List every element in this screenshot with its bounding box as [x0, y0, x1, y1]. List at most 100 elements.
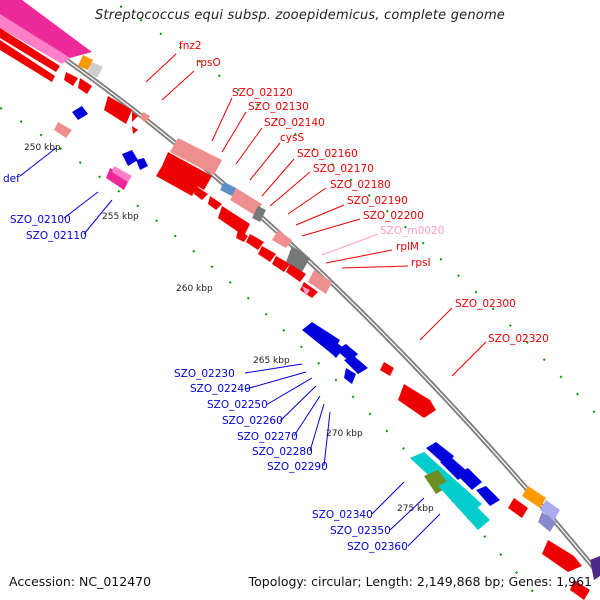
gene-red-4	[570, 580, 590, 600]
gene-szo-02320	[398, 384, 436, 418]
gene-szo-02190	[246, 234, 264, 250]
gene-label-szo-02280[interactable]: SZO_02280	[252, 446, 313, 458]
gene-szo-02200	[258, 246, 276, 262]
gene-label-szo-02320[interactable]: SZO_02320	[488, 333, 549, 345]
leader-line	[325, 249, 393, 264]
leader-line	[161, 70, 195, 101]
gene-blue-cluster-3	[476, 486, 500, 506]
leader-line	[211, 97, 233, 142]
gene-red-arrow5	[236, 230, 248, 242]
gene-label-szo-02340[interactable]: SZO_02340	[312, 509, 373, 521]
gene-orange	[78, 55, 93, 70]
gene-label-rpsI[interactable]: rpsI	[411, 257, 431, 269]
gene-def-pink	[54, 122, 72, 138]
gene-label-szo-02350[interactable]: SZO_02350	[330, 525, 391, 537]
accession-text: Accession: NC_012470	[9, 574, 152, 589]
gene-label-cysS[interactable]: cysS	[280, 132, 304, 144]
gene-label-szo-02360[interactable]: SZO_02360	[347, 541, 408, 553]
leader-line	[265, 377, 313, 406]
gene-label-szo-02140[interactable]: SZO_02140	[264, 117, 325, 129]
tick-ring-outer	[108, 0, 600, 420]
tick-label: 255 kbp	[102, 212, 139, 222]
gene-szo-02200b	[272, 256, 290, 272]
gene-pink-band	[0, 14, 70, 64]
leader-line	[293, 395, 321, 437]
gene-red-arrow3	[194, 186, 208, 200]
gene-label-szo-02200[interactable]: SZO_02200	[363, 210, 424, 222]
gene-label-szo-02270[interactable]: SZO_02270	[237, 431, 298, 443]
gene-szo-02140	[156, 166, 198, 196]
leader-line	[245, 371, 307, 390]
gene-szo-02240	[322, 338, 344, 358]
gene-blue-cluster-2	[456, 468, 482, 490]
leader-line	[341, 265, 409, 269]
tick-ring-inner	[0, 106, 541, 600]
gene-label-szo-02230[interactable]: SZO_02230	[174, 368, 235, 380]
gene-label-szo-02250[interactable]: SZO_02250	[207, 399, 268, 411]
gene-label-szo-02130[interactable]: SZO_02130	[248, 101, 309, 113]
gene-label-szo-02290[interactable]: SZO_02290	[267, 461, 328, 473]
reverse-labels	[19, 147, 441, 547]
gene-magenta-band	[0, 0, 92, 58]
gene-label-szo-02260[interactable]: SZO_02260	[222, 415, 283, 427]
genome-backbone	[0, 12, 600, 577]
leader-line	[244, 363, 303, 374]
gene-purple-edge	[590, 556, 600, 580]
gene-label-szo-m0020[interactable]: SZO_m0020	[380, 225, 444, 237]
leader-line	[309, 403, 325, 452]
tick-labels: 250 kbp 255 kbp 260 kbp 265 kbp 270 kbp …	[24, 143, 434, 514]
gene-cysS	[220, 182, 236, 196]
leader-line	[279, 385, 317, 422]
gene-fnz2	[104, 96, 132, 124]
gene-label-rpsO[interactable]: rpsO	[196, 57, 221, 69]
tick-label: 260 kbp	[176, 284, 213, 294]
gene-label-szo-02170[interactable]: SZO_02170	[313, 163, 374, 175]
gene-label-szo-02100[interactable]: SZO_02100	[10, 214, 71, 226]
gene-label-szo-02240[interactable]: SZO_02240	[190, 383, 251, 395]
leader-line	[235, 127, 263, 165]
gene-szo-02130	[162, 152, 212, 190]
gene-szo-02100-blue	[122, 150, 138, 166]
gene-label-szo-02160[interactable]: SZO_02160	[297, 148, 358, 160]
tick-label: 270 kbp	[326, 429, 363, 439]
leader-line	[321, 233, 379, 256]
gene-red-3	[542, 540, 582, 572]
gene-szo-02170	[218, 206, 250, 236]
gene-fnz2-tip	[132, 112, 138, 122]
gene-red-2	[508, 498, 528, 518]
leader-line	[295, 204, 345, 226]
gene-label-fnz2[interactable]: fnz2	[179, 40, 202, 52]
tick-label: 250 kbp	[24, 143, 61, 153]
tick-label: 275 kbp	[397, 504, 434, 514]
forward-labels	[145, 53, 487, 377]
leader-line	[371, 481, 405, 515]
gene-rpsO	[140, 112, 150, 122]
gene-label-szo-02120[interactable]: SZO_02120	[232, 87, 293, 99]
gene-grey-3	[538, 512, 556, 532]
gene-szo-02180	[272, 230, 292, 248]
forward-label-texts: fnz2 rpsO SZO_02120 SZO_02130 SZO_02140 …	[179, 40, 549, 345]
gene-grey	[88, 62, 103, 78]
gene-rpsI-pink	[308, 270, 332, 294]
gene-orange-2	[522, 486, 546, 508]
reverse-label-texts: def SZO_02100 SZO_02110 SZO_02230 SZO_02…	[3, 173, 408, 553]
leader-line	[249, 142, 281, 181]
gene-def-blue	[72, 106, 88, 120]
gene-label-szo-02110[interactable]: SZO_02110	[26, 230, 87, 242]
gene-label-szo-02300[interactable]: SZO_02300	[455, 298, 516, 310]
gene-label-def[interactable]: def	[3, 173, 20, 185]
leader-line	[323, 411, 331, 467]
gene-szo-m0020	[302, 286, 310, 296]
leader-line	[63, 191, 99, 219]
gene-red-arrow1	[64, 72, 78, 86]
gene-rplM	[286, 264, 306, 282]
gene-szo-02300	[380, 362, 394, 376]
reverse-gene-track	[54, 106, 600, 580]
gene-label-szo-02180[interactable]: SZO_02180	[330, 179, 391, 191]
topology-text: Topology: circular; Length: 2,149,868 bp…	[248, 574, 592, 589]
gene-label-szo-02190[interactable]: SZO_02190	[347, 195, 408, 207]
gene-label-rplM[interactable]: rplM	[396, 241, 419, 253]
leader-line	[145, 53, 177, 83]
